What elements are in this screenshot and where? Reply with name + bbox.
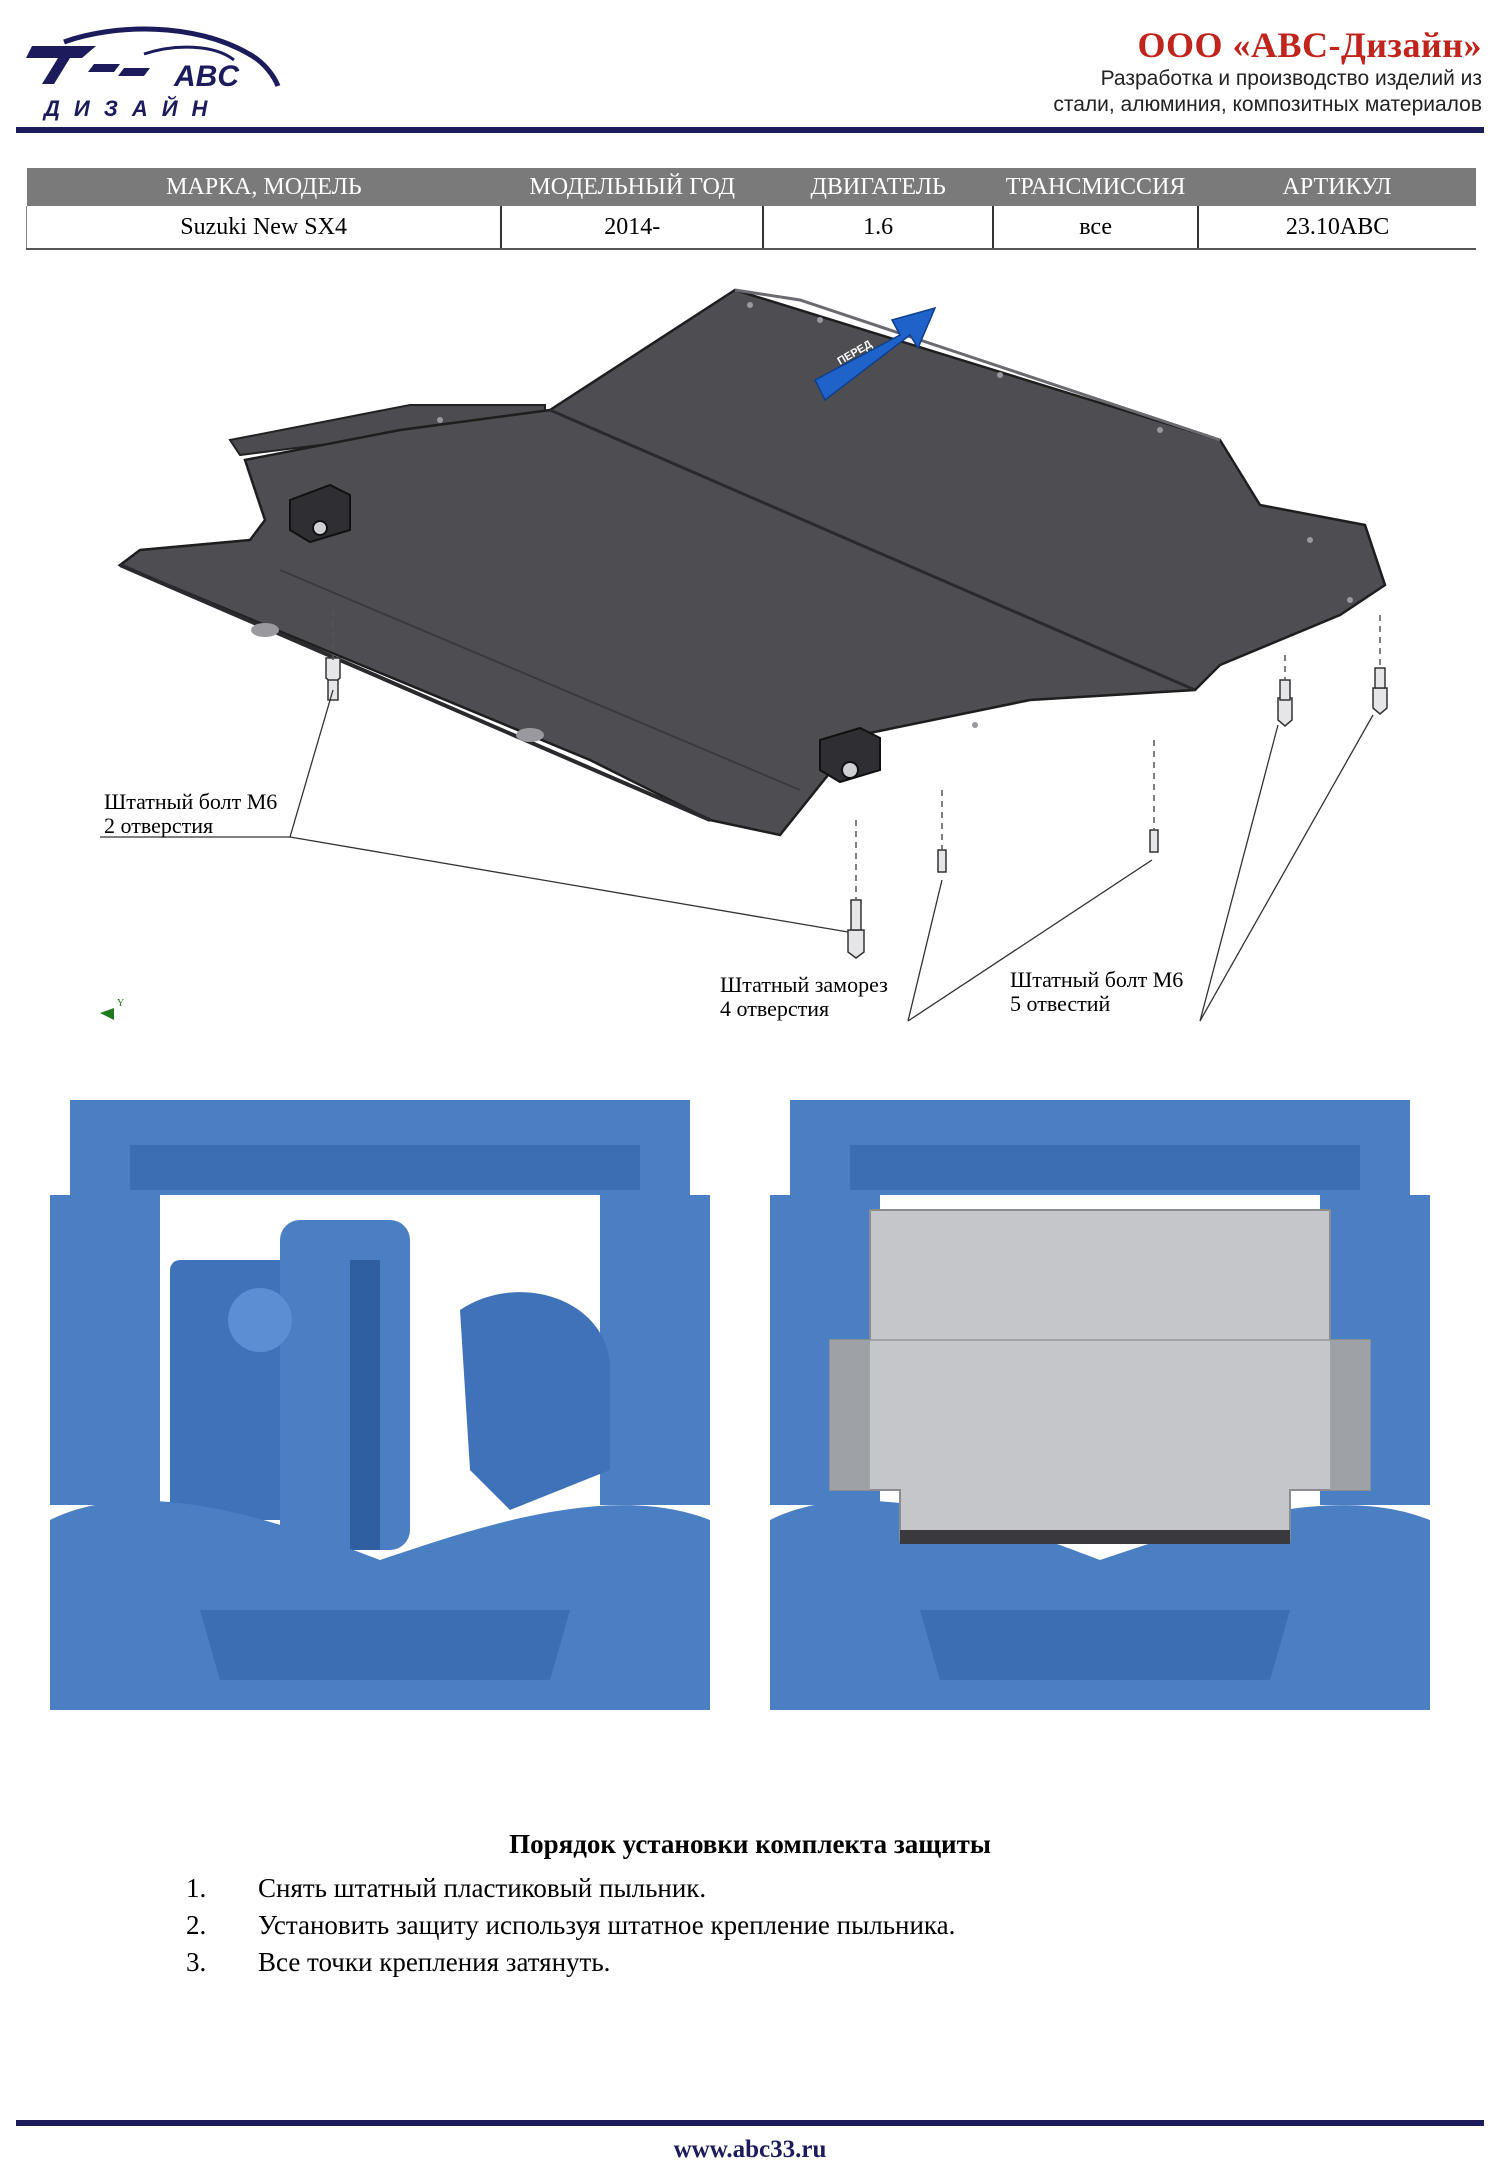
- callout-1-line2: 2 отверстия: [104, 813, 214, 838]
- front-bracket: [819, 726, 881, 784]
- callout-bolt-m6-rear: Штатный болт М6 2 отверстия: [104, 790, 277, 838]
- scan-with-protection: [770, 1100, 1430, 1710]
- callout-3-line2: 5 отвестий: [1010, 991, 1111, 1016]
- callout-3-line1: Штатный болт М6: [1010, 967, 1184, 992]
- plate-crease: [549, 408, 1196, 692]
- alignment-lines: [332, 610, 1381, 900]
- axis-y-label: Y: [117, 998, 124, 1009]
- cell-engine: 1.6: [762, 206, 994, 250]
- step-number: 1.: [186, 1873, 207, 1903]
- spec-row: Suzuki New SX4 2014- 1.6 все 23.10ABC: [26, 206, 1476, 250]
- bolt-right-1: [1277, 697, 1293, 727]
- vehicle-spec-table: МАРКА, МОДЕЛЬ МОДЕЛЬНЫЙ ГОД ДВИГАТЕЛЬ ТР…: [26, 168, 1476, 250]
- step-item: 2. Установить защиту используя штатное к…: [186, 1907, 955, 1944]
- step-item: 3. Все точки крепления затянуть.: [186, 1944, 955, 1981]
- footer-rule: [16, 2120, 1484, 2126]
- header-make-model: МАРКА, МОДЕЛЬ: [26, 168, 502, 206]
- header-article: АРТИКУЛ: [1198, 168, 1476, 206]
- header-rule: [16, 127, 1484, 133]
- cell-transmission: все: [992, 206, 1199, 250]
- cell-make-model: Suzuki New SX4: [26, 206, 502, 250]
- step-number: 2.: [186, 1910, 207, 1940]
- logo-subtext: ДИЗАЙН: [42, 95, 221, 121]
- step-text: Снять штатный пластиковый пыльник.: [258, 1873, 707, 1903]
- cell-model-year: 2014-: [500, 206, 764, 250]
- scan-without-protection: [50, 1100, 710, 1710]
- header-model-year: МОДЕЛЬНЫЙ ГОД: [501, 168, 764, 206]
- step-number: 3.: [186, 1947, 207, 1977]
- logo-text: ABC: [173, 60, 240, 93]
- company-tagline-1: Разработка и производство изделий из: [1100, 67, 1482, 90]
- mounting-holes: [251, 302, 1353, 742]
- skid-plate-assembly-diagram: ПЕРЕД Y: [100, 288, 1388, 1022]
- callout-self-tapping-screw: Штатный заморез 4 отверстия: [720, 973, 888, 1021]
- header-transmission: ТРАНСМИССИЯ: [993, 168, 1199, 206]
- bolt-right-2: [1372, 687, 1388, 715]
- spec-header-row: МАРКА, МОДЕЛЬ МОДЕЛЬНЫЙ ГОД ДВИГАТЕЛЬ ТР…: [26, 168, 1476, 206]
- installation-steps: 1. Снять штатный пластиковый пыльник. 2.…: [186, 1870, 955, 1981]
- axis-triad: Y: [100, 998, 124, 1020]
- leader-lines: [100, 689, 1374, 1022]
- step-text: Установить защиту используя штатное креп…: [258, 1910, 956, 1940]
- main-plate: [117, 288, 1387, 837]
- company-block: ООО «АВС-Дизайн» Разработка и производст…: [1053, 24, 1482, 118]
- rear-bracket: [289, 483, 351, 544]
- header-engine: ДВИГАТЕЛЬ: [763, 168, 994, 206]
- callout-2-line1: Штатный заморез: [720, 972, 888, 997]
- footer-website-link[interactable]: www.abc33.ru: [673, 2136, 827, 2163]
- step-text: Все точки крепления затянуть.: [258, 1947, 611, 1977]
- installed-skid-plate: [829, 1209, 1371, 1541]
- installation-title: Порядок установки комплекта защиты: [509, 1829, 991, 1859]
- screw-2: [1149, 829, 1159, 853]
- cell-article: 23.10ABC: [1197, 206, 1476, 250]
- company-name: ООО «АВС-Дизайн»: [1137, 25, 1482, 65]
- bolt-front-left: [847, 929, 865, 959]
- screw-1: [937, 849, 947, 873]
- abc-design-logo: ABC ДИЗАЙН: [26, 26, 281, 121]
- callout-2-line2: 4 отверстия: [720, 996, 830, 1021]
- step-item: 1. Снять штатный пластиковый пыльник.: [186, 1870, 955, 1907]
- callout-1-line1: Штатный болт М6: [104, 789, 278, 814]
- company-tagline-2: стали, алюминия, композитных материалов: [1053, 93, 1482, 116]
- callout-bolt-m6-front: Штатный болт М6 5 отвестий: [1010, 968, 1183, 1016]
